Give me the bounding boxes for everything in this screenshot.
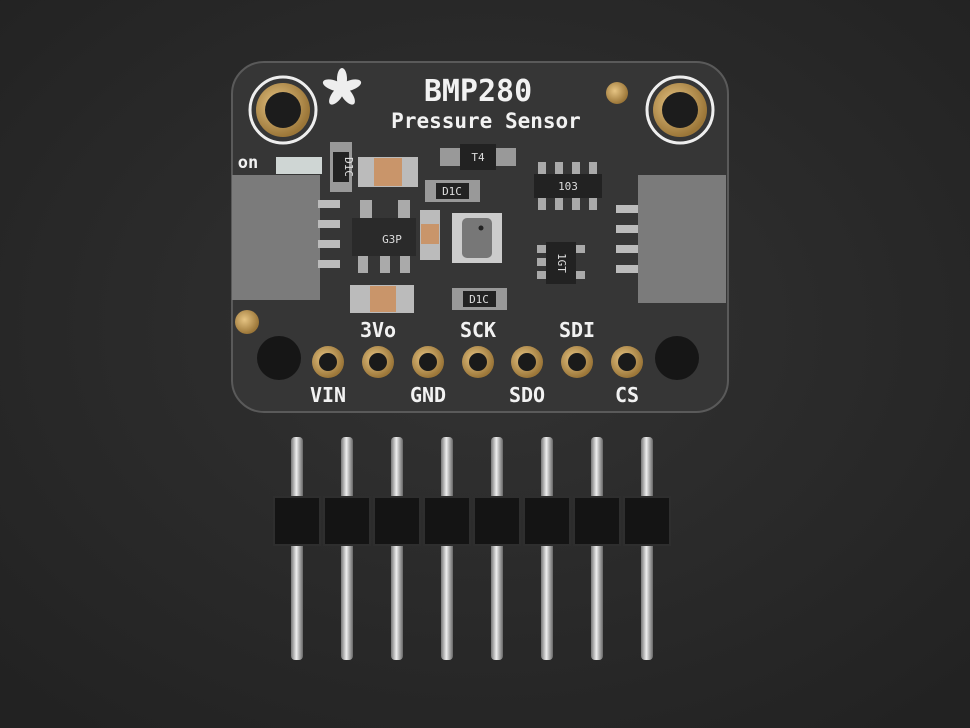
mounting-hole xyxy=(655,336,699,380)
header-pin-housing xyxy=(573,496,621,546)
resistor: D1C xyxy=(425,180,480,202)
header-pin-housing xyxy=(623,496,671,546)
header-pin xyxy=(541,437,553,660)
svg-text:D1C: D1C xyxy=(342,157,355,177)
svg-text:1GT: 1GT xyxy=(555,253,568,273)
mounting-hole xyxy=(645,75,715,145)
pin-label-vin: VIN xyxy=(310,383,346,407)
header-pin xyxy=(291,437,303,660)
level-shifter-chip: 1GT xyxy=(537,242,585,284)
header-pin-housing xyxy=(523,496,571,546)
bmp280-breakout-board: BMP280 Pressure Sensor on D1C D1C D1C xyxy=(231,61,729,413)
pin-label-3vo: 3Vo xyxy=(360,318,396,342)
pin-header-strip xyxy=(273,437,671,660)
board-subtitle: Pressure Sensor xyxy=(391,109,581,133)
svg-text:103: 103 xyxy=(558,180,578,193)
pin-label-sck: SCK xyxy=(460,318,496,342)
test-pad xyxy=(235,310,259,334)
header-pin-housing xyxy=(323,496,371,546)
header-pin-housing xyxy=(373,496,421,546)
header-pin-housing xyxy=(473,496,521,546)
mounting-hole xyxy=(248,75,318,145)
svg-text:G3P: G3P xyxy=(382,233,402,246)
header-pin xyxy=(391,437,403,660)
svg-text:T4: T4 xyxy=(471,151,485,164)
mounting-hole xyxy=(257,336,301,380)
header-pin xyxy=(591,437,603,660)
header-pin-housing xyxy=(273,496,321,546)
stemma-qt-connector-right xyxy=(616,175,726,303)
header-pin xyxy=(491,437,503,660)
pin-label-cs: CS xyxy=(615,383,639,407)
capacitor xyxy=(358,157,418,187)
pin-label-sdi: SDI xyxy=(559,318,595,342)
adafruit-star-logo xyxy=(322,68,362,105)
svg-text:D1C: D1C xyxy=(469,293,489,306)
header-pin xyxy=(641,437,653,660)
stemma-qt-connector-left xyxy=(232,175,340,300)
pin-label-gnd: GND xyxy=(410,383,446,407)
voltage-regulator: G3P xyxy=(352,200,416,273)
header-pin xyxy=(341,437,353,660)
led-label: on xyxy=(238,153,258,173)
capacitor xyxy=(350,285,414,313)
header-pin xyxy=(441,437,453,660)
header-pin-housing xyxy=(423,496,471,546)
resistor: D1C xyxy=(330,142,355,192)
test-pad xyxy=(606,82,628,104)
capacitor xyxy=(420,210,440,260)
svg-text:D1C: D1C xyxy=(442,185,462,198)
bmp280-sensor-chip xyxy=(452,213,502,263)
transistor: T4 xyxy=(440,144,516,170)
pin-label-sdo: SDO xyxy=(509,383,545,407)
power-led xyxy=(276,157,322,174)
resistor: D1C xyxy=(452,288,507,310)
resistor-array: 103 xyxy=(534,162,602,210)
board-title: BMP280 xyxy=(424,74,532,109)
